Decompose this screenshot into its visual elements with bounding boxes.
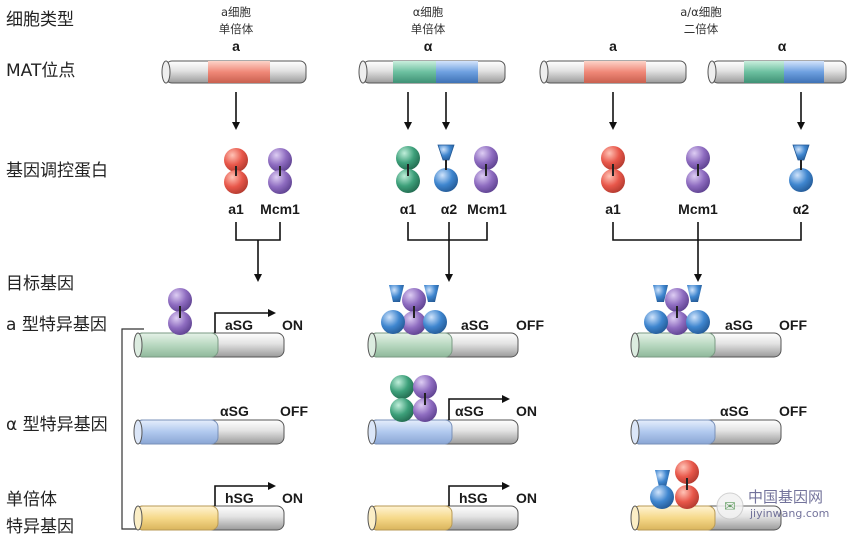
protein-label-alpha1: α1 <box>400 201 417 217</box>
protein-label-mcm1: Mcm1 <box>260 201 300 217</box>
col2-alpha2-mcm1-complex-icon <box>381 285 447 335</box>
col2-alphasg-transcription-arrow <box>448 395 510 420</box>
row-label-alpha-specific-genes: α 型特异基因 <box>6 415 108 435</box>
col2-hsg-status: ON <box>516 490 537 506</box>
col1-asg-status: ON <box>282 317 303 333</box>
col3-mat-allele-a: a <box>609 38 617 54</box>
protein-label-a1: a1 <box>228 201 244 217</box>
col3-mat-locus-alpha <box>707 60 847 84</box>
col1-hsg-transcription-arrow <box>214 482 276 506</box>
col2-alphasg-status: ON <box>516 403 537 419</box>
col3-alpha2-mcm1-complex-icon <box>644 285 710 335</box>
col2-cell-type: α细胞 <box>413 5 444 19</box>
col2-alphasg-label: αSG <box>455 403 484 419</box>
combine-arrows <box>235 222 802 282</box>
col1-asg-transcription-arrow <box>214 309 276 333</box>
row-label-cell-type: 细胞类型 <box>6 10 74 30</box>
col1-mat-allele: a <box>232 38 240 54</box>
col3-alphasg-status: OFF <box>779 403 807 419</box>
mcm1-protein-icon-col3 <box>686 146 710 193</box>
a1-protein-icon-col3 <box>601 146 625 193</box>
row-label-target-genes: 目标基因 <box>6 274 74 294</box>
col2-hsg-label: hSG <box>459 490 488 506</box>
mcm1-protein-icon <box>268 148 292 194</box>
col3-haploid-specific-gene <box>630 505 782 531</box>
col2-alpha1-mcm1-complex-icon <box>390 375 437 422</box>
col3-asg-label: aSG <box>725 317 753 333</box>
watermark-logo-icon <box>716 492 744 520</box>
col2-asg-status: OFF <box>516 317 544 333</box>
row-label-haploid-line1: 单倍体 <box>6 490 57 510</box>
col3-a-specific-gene <box>630 332 782 358</box>
protein-label-a1-col3: a1 <box>605 201 621 217</box>
watermark-line1: 中国基因网 <box>748 488 823 506</box>
row-label-a-specific-genes: a 型特异基因 <box>6 315 107 335</box>
protein-label-mcm1-col3: Mcm1 <box>678 201 718 217</box>
col1-mcm1-bound-icon <box>168 288 192 335</box>
col1-asg-label: aSG <box>225 317 253 333</box>
col3-a1-alpha2-complex-icon <box>650 460 699 509</box>
col3-mat-locus-a <box>539 60 687 84</box>
alpha2-protein-icon-col3 <box>789 144 813 192</box>
col2-asg-label: aSG <box>461 317 489 333</box>
row-label-haploid-line2: 特异基因 <box>6 517 74 537</box>
alpha1-protein-icon <box>396 146 420 193</box>
target-genes-bracket <box>121 328 144 530</box>
locus-to-protein-arrows <box>232 92 805 130</box>
col1-cell-type: a细胞 <box>221 5 252 19</box>
protein-label-alpha2-col3: α2 <box>793 201 810 217</box>
protein-label-mcm1-col2: Mcm1 <box>467 201 507 217</box>
row-label-mat-locus: MAT位点 <box>6 61 75 81</box>
col1-haploid-specific-gene <box>133 505 285 531</box>
col2-a-specific-gene <box>367 332 519 358</box>
col2-haploid-specific-gene <box>367 505 519 531</box>
a1-protein-icon <box>224 148 248 194</box>
col2-hsg-transcription-arrow <box>448 482 510 506</box>
protein-label-alpha2: α2 <box>441 201 458 217</box>
col1-ploidy: 单倍体 <box>219 22 254 36</box>
watermark: ✉ 中国基因网 jiyinwang.com <box>716 488 829 520</box>
watermark-chat-icon: ✉ <box>724 499 736 515</box>
col3-alpha-specific-gene <box>630 419 782 445</box>
col1-hsg-status: ON <box>282 490 303 506</box>
col1-alphasg-status: OFF <box>280 403 308 419</box>
row-label-regulatory-proteins: 基因调控蛋白 <box>6 161 108 181</box>
col2-mat-allele: α <box>424 38 433 54</box>
col3-asg-status: OFF <box>779 317 807 333</box>
col1-hsg-label: hSG <box>225 490 254 506</box>
col1-alphasg-label: αSG <box>220 403 249 419</box>
watermark-line2: jiyinwang.com <box>749 507 829 520</box>
col1-a-specific-gene <box>133 332 285 358</box>
col2-alpha-specific-gene <box>367 419 519 445</box>
col1-mat-locus <box>161 60 307 84</box>
col1-alpha-specific-gene <box>133 419 285 445</box>
col3-ploidy: 二倍体 <box>684 22 719 36</box>
col3-cell-type: a/α细胞 <box>680 5 722 19</box>
alpha2-protein-icon <box>434 144 458 192</box>
col3-alphasg-label: αSG <box>720 403 749 419</box>
col3-mat-allele-alpha: α <box>778 38 787 54</box>
col2-ploidy: 单倍体 <box>411 22 446 36</box>
mcm1-protein-icon-col2 <box>474 146 498 193</box>
col2-mat-locus <box>358 60 506 84</box>
